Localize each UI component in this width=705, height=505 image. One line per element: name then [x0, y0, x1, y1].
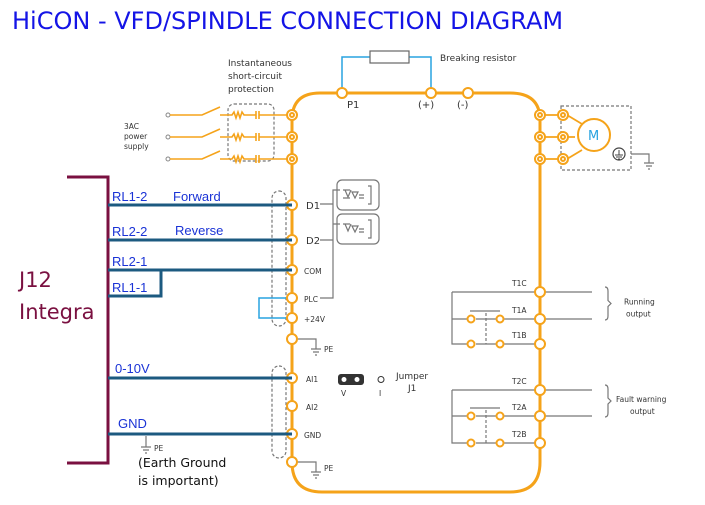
terminal-pe	[286, 333, 298, 345]
braking-resistor-label: Breaking resistor	[440, 54, 517, 64]
terminal-label: T1A	[511, 306, 527, 315]
phase-line	[165, 128, 298, 143]
relay-fault: T2C T2A T2B Fault warning output	[451, 377, 667, 449]
terminal-label: T2C	[511, 377, 527, 386]
svg-text:Instantaneous: Instantaneous	[228, 59, 292, 69]
terminal-label: PE	[324, 464, 334, 473]
svg-text:Fault warning: Fault warning	[616, 395, 667, 404]
phase-line	[165, 106, 298, 121]
terminal-t2a	[534, 410, 546, 422]
terminal-label: PE	[324, 345, 334, 354]
label-reverse: Reverse	[175, 223, 223, 238]
jumper-j1: V I Jumper J1	[338, 372, 428, 398]
terminal-t2b	[534, 437, 546, 449]
svg-text:output: output	[626, 310, 651, 319]
svg-text:short-circuit: short-circuit	[228, 72, 282, 82]
svg-text:J1: J1	[407, 384, 416, 394]
relay-running: T1C T1A T1B Running output	[451, 279, 655, 350]
svg-text:protection: protection	[228, 85, 274, 95]
svg-text:supply: supply	[124, 142, 149, 151]
svg-text:M: M	[588, 129, 599, 144]
svg-text:is important): is important)	[138, 473, 219, 488]
label-minus: (-)	[457, 100, 469, 111]
label-0-10v: 0-10V	[115, 361, 150, 376]
plc-24v-link	[258, 297, 292, 319]
shield-outline-digital	[271, 190, 287, 327]
motor-group: M	[534, 105, 654, 171]
terminal-label: T2B	[511, 430, 527, 439]
terminal-t1c	[534, 286, 546, 298]
terminal-label: COM	[304, 267, 322, 276]
label-forward: Forward	[173, 189, 221, 204]
wire-rl1-1-link	[108, 270, 163, 298]
terminal-plc	[286, 292, 298, 304]
terminal-t1a	[534, 313, 546, 325]
terminal-24v	[286, 312, 298, 324]
svg-text:power: power	[124, 132, 148, 141]
label-rl1-2: RL1-2	[112, 189, 147, 204]
svg-text:Jumper: Jumper	[395, 372, 428, 382]
svg-text:3AC: 3AC	[124, 122, 139, 131]
controller-name: Integra	[19, 300, 95, 324]
terminal-t1b	[534, 338, 546, 350]
terminal-pe	[286, 456, 298, 468]
terminal-minus	[462, 87, 474, 99]
controller-bracket	[67, 175, 110, 465]
terminal-label: D1	[306, 201, 320, 212]
label-plus: (+)	[418, 100, 434, 111]
terminal-label: D2	[306, 236, 320, 247]
power-input: 3AC power supply Instantaneous short-cir…	[124, 59, 298, 165]
terminal-label: GND	[304, 431, 321, 440]
svg-text:output: output	[630, 407, 655, 416]
label-p1: P1	[347, 100, 359, 111]
label-gnd-wire: GND	[118, 416, 147, 431]
terminal-label: PLC	[304, 295, 318, 304]
terminal-label: T2A	[511, 403, 527, 412]
controller-label: J12	[17, 268, 52, 292]
terminal-p1	[336, 87, 348, 99]
motor-icon	[577, 118, 611, 152]
svg-text:V: V	[341, 389, 347, 398]
protection-box	[227, 103, 275, 162]
terminal-label: +24V	[304, 315, 326, 324]
label-rl2-1: RL2-1	[112, 254, 147, 269]
terminal-plus	[425, 87, 437, 99]
terminal-label: T1C	[511, 279, 527, 288]
optocouplers	[320, 179, 380, 299]
page-title: HiCON - VFD/SPINDLE CONNECTION DIAGRAM	[12, 7, 563, 35]
braking-resistor: Breaking resistor	[341, 50, 517, 93]
ground-note: (Earth Ground	[138, 455, 226, 470]
svg-text:PE: PE	[154, 444, 164, 453]
shield-outline-analog	[271, 365, 287, 459]
terminal-label: T1B	[511, 331, 527, 340]
svg-text:Running: Running	[624, 298, 655, 307]
terminal-label: AI1	[306, 375, 318, 384]
label-rl1-1: RL1-1	[112, 280, 147, 295]
terminal-label: AI2	[306, 403, 318, 412]
svg-text:I: I	[379, 389, 381, 398]
phase-line	[165, 150, 298, 165]
earth-ground-icon	[141, 436, 151, 454]
label-rl2-2: RL2-2	[112, 224, 147, 239]
terminal-t2c	[534, 384, 546, 396]
terminal-ai2	[286, 400, 298, 412]
